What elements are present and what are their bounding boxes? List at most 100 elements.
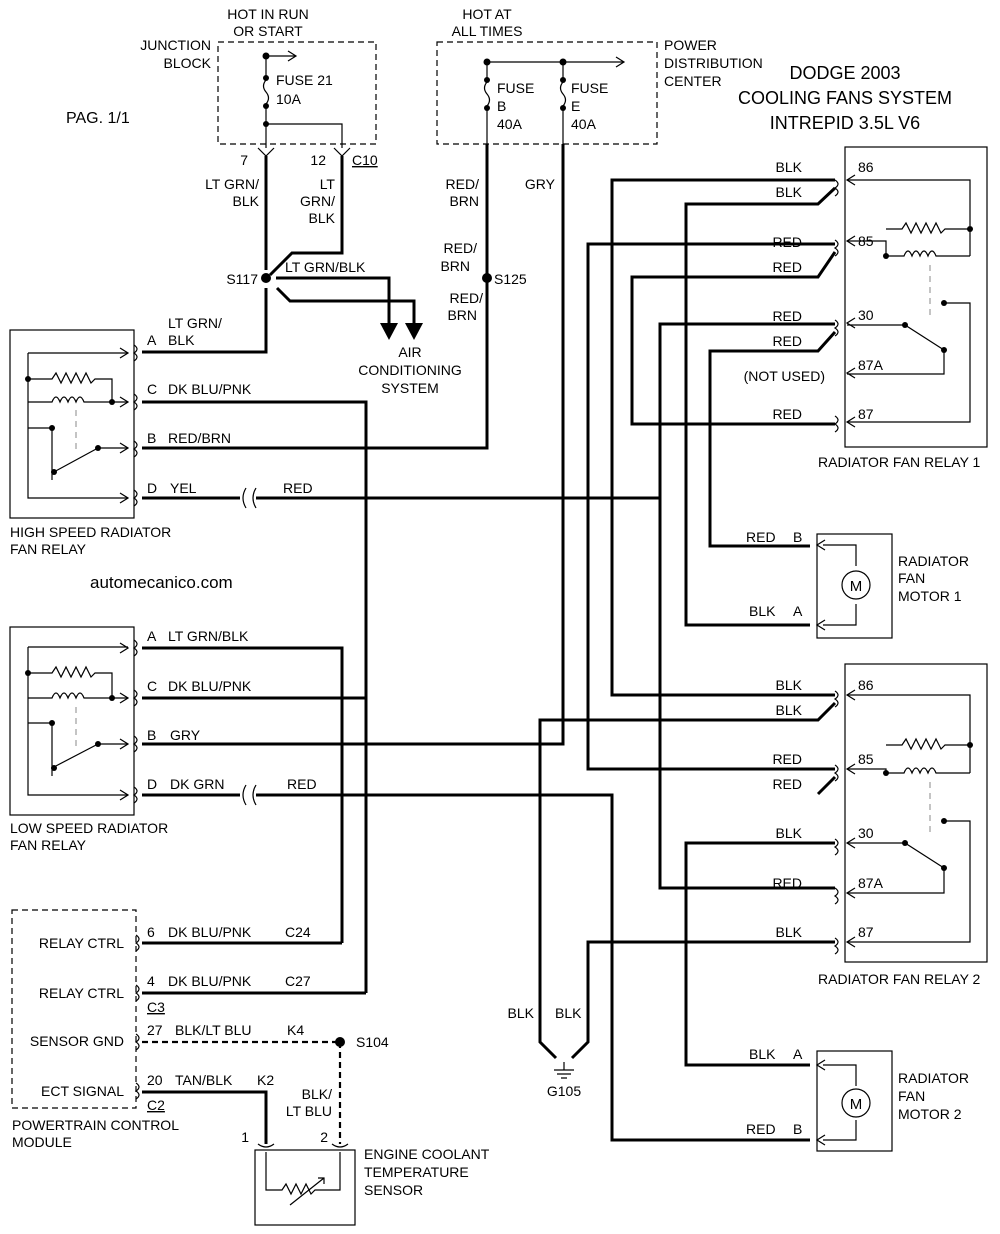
pcm-row-3-wire: BLK/LT BLU: [175, 1022, 252, 1038]
pin-12-label: 12: [310, 152, 326, 168]
connector-c10-label: C10: [352, 152, 378, 168]
pcm-row-1-wire: DK BLU/PNK: [168, 924, 252, 940]
pcm-row-4-conn: K2: [257, 1072, 274, 1088]
relay-1-wire-6: RED: [772, 333, 802, 349]
hs-relay-label-2: FAN RELAY: [10, 541, 87, 557]
wire-label-ltgrn-blk-1: LT GRN/: [205, 176, 259, 192]
relay-1-pin-30: 30: [858, 307, 874, 323]
wire-label-red-brn-6: BRN: [447, 307, 477, 323]
motor-2-wire-b: RED: [746, 1121, 776, 1137]
wire-label-s117-ltgrn-blk: LT GRN/BLK: [285, 259, 366, 275]
ect-label-2: TEMPERATURE: [364, 1164, 469, 1180]
title-make-year: DODGE 2003: [789, 63, 900, 83]
pdc-title-3: CENTER: [664, 73, 722, 89]
splice-s117-label: S117: [226, 271, 258, 287]
relay-2-wire-3: RED: [772, 751, 802, 767]
title-model: INTREPID 3.5L V6: [770, 113, 920, 133]
right-side-wiring: G105 BLK BLK: [508, 178, 837, 1099]
radiator-fan-relay-2: 86 85 30 87A 87 RADIATOR FAN RELAY 2 BLK…: [772, 663, 988, 987]
ect-pin-1: 1: [241, 1129, 249, 1145]
motor-2-wire-a: BLK: [749, 1046, 776, 1062]
relay-2-wire-4: RED: [772, 776, 802, 792]
motor-2-pin-a: A: [793, 1046, 803, 1062]
junction-hot-1: HOT IN RUN: [227, 6, 308, 22]
pcm-row-2-wire: DK BLU/PNK: [168, 973, 252, 989]
ls-pin-d: D: [147, 776, 157, 792]
splice-s104-label: S104: [356, 1034, 389, 1050]
thermistor-symbol: [265, 1152, 341, 1196]
splice-s125-label: S125: [494, 271, 527, 287]
hs-pin-c: C: [147, 381, 157, 397]
relay-1-pin-87: 87: [858, 406, 874, 422]
hs-pin-d-wire: YEL: [170, 480, 197, 496]
hs-pin-a: A: [147, 332, 157, 348]
ls-relay-outline: [9, 626, 135, 816]
wire-label-lt: LT: [320, 176, 336, 192]
pdc-title-1: POWER: [664, 37, 717, 53]
junction-block-title-1: JUNCTION: [140, 37, 211, 53]
motor-1-label-3: MOTOR 1: [898, 588, 962, 604]
ls-relay-label-2: FAN RELAY: [10, 837, 87, 853]
motor-2-outline: [816, 1050, 893, 1152]
fuse-21-rating: 10A: [276, 91, 302, 107]
pin-12-connector: [333, 147, 351, 157]
ect-label-3: SENSOR: [364, 1182, 423, 1198]
ls-pin-d-wire: DK GRN: [170, 776, 224, 792]
hs-pin-b-wire: RED/BRN: [168, 430, 231, 446]
title-system: COOLING FANS SYSTEM: [738, 88, 952, 108]
relay-2-label: RADIATOR FAN RELAY 2: [818, 971, 981, 987]
fuse-b-rating: 40A: [497, 116, 523, 132]
pin-7-label: 7: [240, 152, 248, 168]
fuse-b-symbol: [483, 81, 491, 107]
bus-arrow: [266, 50, 298, 62]
fuse-b-label-1: FUSE: [497, 80, 534, 96]
ac-arrow-2: [405, 323, 423, 340]
ground-g105-icon: [554, 1062, 574, 1079]
top-wiring: S117 AIR CONDITIONING SYSTEM LT GRN/ BLK…: [142, 144, 565, 746]
relay-1-wire-2: BLK: [776, 184, 803, 200]
high-speed-relay: HIGH SPEED RADIATOR FAN RELAY A LT GRN/ …: [9, 315, 313, 557]
motor-1-label-2: FAN: [898, 570, 925, 586]
wire-label-red-brn-1: RED/: [446, 176, 480, 192]
powertrain-control-module: RELAY CTRL RELAY CTRL SENSOR GND ECT SIG…: [11, 909, 311, 1150]
motor-2-label-3: MOTOR 2: [898, 1106, 962, 1122]
junction-block: JUNCTION BLOCK HOT IN RUN OR START FUSE …: [140, 6, 378, 168]
ls-relay-label-1: LOW SPEED RADIATOR: [10, 820, 168, 836]
motor-2-symbol: [841, 1088, 871, 1118]
motor-2-pin-b: B: [793, 1121, 802, 1137]
fuse-e-rating: 40A: [571, 116, 597, 132]
wire-label-gry: GRY: [525, 176, 556, 192]
relay-2-pin-87: 87: [858, 924, 874, 940]
ac-label-2: CONDITIONING: [358, 362, 461, 378]
fuse-21-name: FUSE 21: [276, 72, 333, 88]
diagram-title: DODGE 2003 COOLING FANS SYSTEM INTREPID …: [738, 63, 952, 133]
ls-pin-c-wire: DK BLU/PNK: [168, 678, 252, 694]
pcm-row-4-pin: 20: [147, 1072, 163, 1088]
junction-block-title-2: BLOCK: [164, 55, 212, 71]
relay-2-wire-7: BLK: [776, 924, 803, 940]
relay-2-wire-6: RED: [772, 875, 802, 891]
relay-2-wire-1: BLK: [776, 677, 803, 693]
pdc-hot-2: ALL TIMES: [452, 23, 523, 39]
pcm-row-3-pin: 27: [147, 1022, 163, 1038]
pcm-row-1-conn: C24: [285, 924, 311, 940]
relay-1-pin-85: 85: [858, 233, 874, 249]
ect-wire-label-1: BLK/: [302, 1086, 332, 1102]
relay-1-pin-87a: 87A: [858, 357, 884, 373]
pdc-outline: [436, 41, 658, 145]
relay-1-wire-7: RED: [772, 406, 802, 422]
hs-inline-connector: [242, 487, 257, 509]
pin-7-connector: [257, 147, 275, 157]
hs-pin-a-wire-2: BLK: [168, 332, 195, 348]
page-number: PAG. 1/1: [66, 110, 130, 127]
ect-label-1: ENGINE COOLANT: [364, 1146, 490, 1162]
pcm-row-2-conn: C27: [285, 973, 311, 989]
pcm-connector-c2: C2: [147, 1097, 165, 1113]
wire-label-ltgrn-blk-2: BLK: [233, 193, 260, 209]
power-distribution-center: POWER DISTRIBUTION CENTER HOT AT ALL TIM…: [436, 6, 763, 145]
ls-pin-a-wire: LT GRN/BLK: [168, 628, 249, 644]
pcm-row-3-name: SENSOR GND: [30, 1033, 124, 1049]
watermark: automecanico.com: [90, 573, 233, 592]
relay-1-wire-4: RED: [772, 259, 802, 275]
relay-1-pin-86: 86: [858, 159, 874, 175]
